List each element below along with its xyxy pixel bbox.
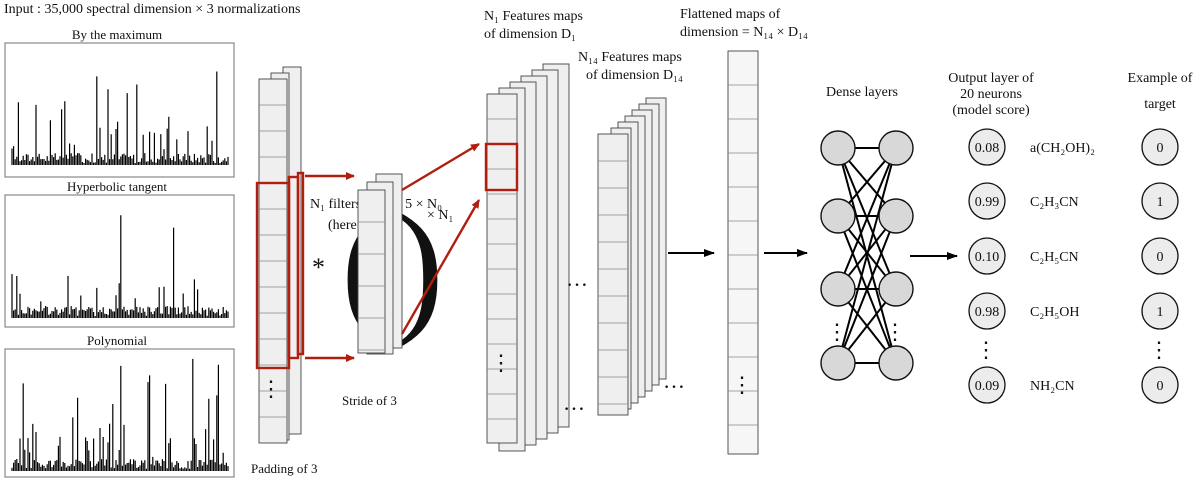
target-neuron <box>1141 128 1179 166</box>
features14-label-line2: of dimension D₁₄ <box>586 68 683 83</box>
molecule-label: C₂H₅OH <box>1030 305 1079 320</box>
output-neuron <box>968 366 1006 404</box>
target-neuron <box>1141 292 1179 330</box>
features1-label-line1: N₁ Features maps <box>484 9 583 24</box>
dense-neuron <box>820 345 856 381</box>
dense-neuron <box>878 271 914 307</box>
target-value: 1 <box>1157 195 1164 210</box>
spectrum-hyperbolic <box>11 215 229 318</box>
output-neuron <box>968 292 1006 330</box>
output-score: 0.10 <box>975 250 1000 265</box>
output-layer: 0.08 a(CH₂OH)₂ 0 0.99 C₂H₃CN 1 0.10 C₂H₅CN 0 0.98… <box>968 128 1179 404</box>
dense-ellipsis: ⋮ <box>884 319 908 344</box>
arrow-filter-to-features-bottom <box>400 199 481 335</box>
target-value: 0 <box>1157 250 1164 265</box>
features14-label-line1: N₁₄ Features maps <box>578 50 682 65</box>
between-layers-ellipsis: … <box>566 266 590 291</box>
output-score: 0.08 <box>975 141 1000 156</box>
flattened-ellipsis: ⋮ <box>731 372 755 397</box>
dense-neuron <box>820 271 856 307</box>
filter-stack <box>357 173 403 355</box>
molecule-label: C₂H₅CN <box>1030 250 1079 265</box>
spectrum-maximum <box>11 71 229 165</box>
features14-stack-ellipsis: … <box>663 368 687 393</box>
dense-layers-label: Dense layers <box>826 85 898 100</box>
output-neuron <box>968 237 1006 275</box>
target-neuron <box>1141 237 1179 275</box>
molecule-label: C₂H₃CN <box>1030 195 1079 210</box>
padding-label: Padding of 3 <box>251 461 317 476</box>
flattened-label-line2: dimension = N₁₄ × D₁₄ <box>680 25 808 40</box>
target-neuron <box>1141 182 1179 220</box>
molecule-label: a(CH₂OH)₂ <box>1030 141 1095 156</box>
convolution-symbol: * <box>312 253 325 282</box>
dense-neuron <box>878 345 914 381</box>
dense-neuron <box>878 130 914 166</box>
output-header-line3: (model score) <box>952 103 1030 118</box>
target-header-line1: Example of <box>1128 71 1193 86</box>
feature-maps-14-stack: … <box>597 97 687 416</box>
target-value: 0 <box>1157 141 1164 156</box>
output-score: 0.98 <box>975 305 1000 320</box>
norm-label-hyperbolic: Hyperbolic tangent <box>67 179 167 194</box>
output-ellipsis: ⋮ <box>1148 337 1172 362</box>
input-ellipsis: ⋮ <box>260 376 284 401</box>
target-neuron <box>1141 366 1179 404</box>
output-ellipsis: ⋮ <box>975 337 999 362</box>
output-header-line2: 20 neurons <box>960 87 1022 102</box>
spectrum-frame-maximum <box>4 42 235 178</box>
norm-label-maximum: By the maximum <box>72 27 162 42</box>
output-header-line1: Output layer of <box>948 71 1034 86</box>
target-value: 0 <box>1157 379 1164 394</box>
output-neuron <box>968 128 1006 166</box>
padded-input-stack: ⋮ <box>255 66 305 444</box>
input-title: Input : 35,000 spectral dimension × 3 no… <box>4 2 300 17</box>
target-header-line2: target <box>1144 97 1176 112</box>
features1-stack-ellipsis: … <box>563 390 587 415</box>
features1-ellipsis: ⋮ <box>490 350 514 375</box>
feature-maps-1-stack: ⋮ … <box>484 63 587 452</box>
dense-connection <box>837 147 897 290</box>
arrow-filter-to-features-top <box>401 142 480 192</box>
filters-multiplier: × N₁ <box>427 208 453 223</box>
dense-connection <box>837 147 897 364</box>
molecule-label: NH₂CN <box>1030 379 1075 394</box>
output-neuron <box>968 182 1006 220</box>
dense-neuron <box>820 198 856 234</box>
flattened-vector: ⋮ <box>727 50 759 455</box>
dense-network: ⋮⋮ <box>820 130 914 381</box>
output-score: 0.09 <box>975 379 1000 394</box>
dense-ellipsis: ⋮ <box>826 319 850 344</box>
features1-label-line2: of dimension D₁ <box>484 27 576 42</box>
flattened-label-line1: Flattened maps of <box>680 7 781 22</box>
dense-connection <box>837 215 897 364</box>
norm-label-polynomial: Polynomial <box>87 333 147 348</box>
feature-window-highlight <box>484 142 519 192</box>
stride-label: Stride of 3 <box>342 393 397 408</box>
dense-neuron <box>820 130 856 166</box>
dense-neuron <box>878 198 914 234</box>
output-score: 0.99 <box>975 195 1000 210</box>
target-value: 1 <box>1157 305 1164 320</box>
spectrum-polynomial <box>11 358 229 471</box>
